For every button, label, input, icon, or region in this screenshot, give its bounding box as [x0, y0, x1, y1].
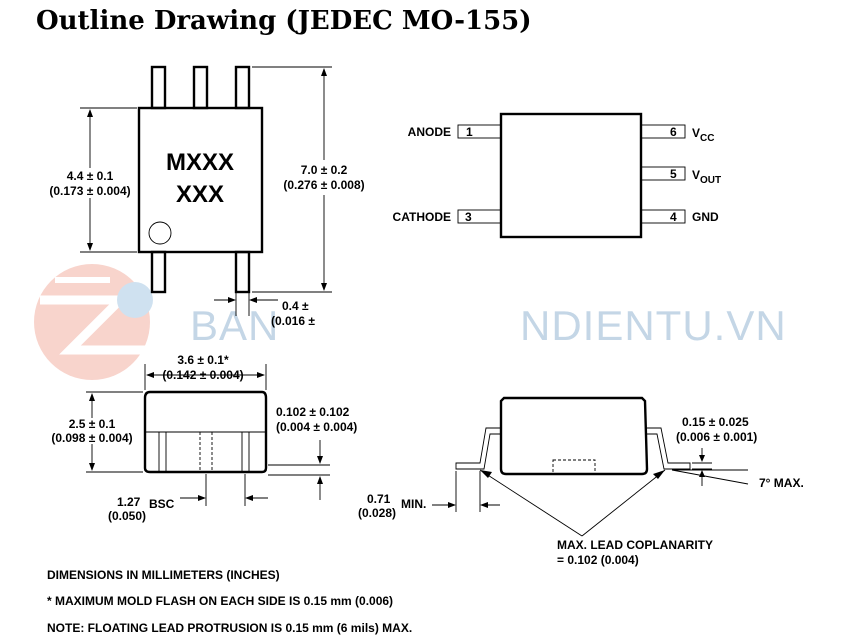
pin1-indicator-icon: [148, 221, 172, 245]
body-dim-mm: 3.6 ± 0.1*: [177, 353, 229, 367]
pin-label-vout: VOUT: [692, 168, 721, 186]
lead: [150, 65, 167, 110]
height-dim-in: (0.098 ± 0.004): [51, 431, 132, 445]
lead: [234, 250, 251, 294]
pinout-body: [499, 112, 643, 239]
watermark-text-right: NDIENTU.VN: [520, 302, 787, 349]
note-mold-flash: * MAXIMUM MOLD FLASH ON EACH SIDE IS 0.1…: [47, 594, 393, 608]
width-dim-mm: 4.4 ± 0.1: [67, 169, 114, 183]
pin-box: [640, 209, 686, 224]
hidden-die-outline: [552, 459, 596, 475]
pin-label-cathode: CATHODE: [393, 210, 451, 224]
pitch-dim-bsc: BSC: [149, 497, 175, 511]
watermark-logo-icon: [34, 264, 153, 380]
watermark: BAN NDIENTU.VN: [34, 264, 787, 380]
pinout-diagram: 1 ANODE 3 CATHODE 6 VCC 5 VOUT 4 GND: [393, 112, 721, 239]
length-dim-in: (0.276 ± 0.008): [283, 178, 364, 192]
note-dimensions: DIMENSIONS IN MILLIMETERS (INCHES): [47, 568, 280, 582]
foot-dim-mm: 0.71: [367, 492, 391, 506]
pin-box: [640, 124, 686, 139]
width-dim-in: (0.173 ± 0.004): [49, 184, 130, 198]
marking-line-2: XXX: [176, 181, 224, 208]
lead-width-dim-in: (0.016 ±: [271, 314, 315, 328]
coplanarity-line-2: = 0.102 (0.004): [557, 553, 639, 567]
pin-number: 1: [466, 125, 473, 139]
note-lead-protrusion: NOTE: FLOATING LEAD PROTRUSION IS 0.15 m…: [47, 621, 412, 635]
standoff-dim-in: (0.004 ± 0.004): [276, 420, 357, 434]
pin-number: 6: [670, 125, 677, 139]
pin-number: 4: [670, 210, 677, 224]
marking-line-1: MXXX: [166, 149, 234, 176]
side-body: [143, 390, 268, 474]
pin-label-anode: ANODE: [408, 125, 451, 139]
pin-label-vcc: VCC: [692, 126, 714, 144]
end-lead-right: [647, 427, 691, 470]
height-dim-mm: 2.5 ± 0.1: [69, 417, 116, 431]
package-body: [137, 106, 264, 254]
end-lead-left: [455, 427, 501, 470]
pin-box: [640, 166, 686, 181]
drawing-title: Outline Drawing (JEDEC MO-155): [36, 6, 532, 36]
watermark-text-left: BAN: [190, 302, 279, 349]
end-body: [499, 396, 649, 476]
pin-label-gnd: GND: [692, 210, 719, 224]
lead-thickness-dim-mm: 0.15 ± 0.025: [682, 415, 749, 429]
lead-thickness-dim-in: (0.006 ± 0.001): [676, 430, 757, 444]
pin-number: 5: [670, 167, 677, 181]
coplanarity-line-1: MAX. LEAD COPLANARITY: [557, 538, 713, 552]
foot-dim-min: MIN.: [401, 497, 426, 511]
lead: [234, 65, 251, 110]
pin-number: 3: [465, 210, 472, 224]
end-view: 0.15 ± 0.025 (0.006 ± 0.001) 7° MAX. 0.7…: [358, 396, 804, 567]
pitch-dim-in: (0.050): [108, 509, 146, 523]
notes: DIMENSIONS IN MILLIMETERS (INCHES) * MAX…: [47, 568, 412, 635]
angle-label: 7° MAX.: [759, 476, 804, 490]
lead-width-dim-mm: 0.4 ±: [282, 299, 309, 313]
side-view: 3.6 ± 0.1* (0.142 ± 0.004) 2.5 ± 0.1 (0.…: [51, 353, 357, 523]
pitch-dim-mm: 1.27: [117, 495, 141, 509]
body-dim-in: (0.142 ± 0.004): [162, 368, 243, 382]
pin-box: [457, 209, 502, 224]
lead: [150, 250, 167, 294]
foot-dim-in: (0.028): [358, 506, 396, 520]
lead: [192, 65, 209, 110]
top-view: MXXX XXX 4.4 ± 0.1 (0.173 ± 0.004) 7.0 ±…: [49, 65, 365, 328]
length-dim-mm: 7.0 ± 0.2: [301, 163, 348, 177]
pin-box: [457, 124, 502, 139]
standoff-dim-mm: 0.102 ± 0.102: [276, 405, 350, 419]
